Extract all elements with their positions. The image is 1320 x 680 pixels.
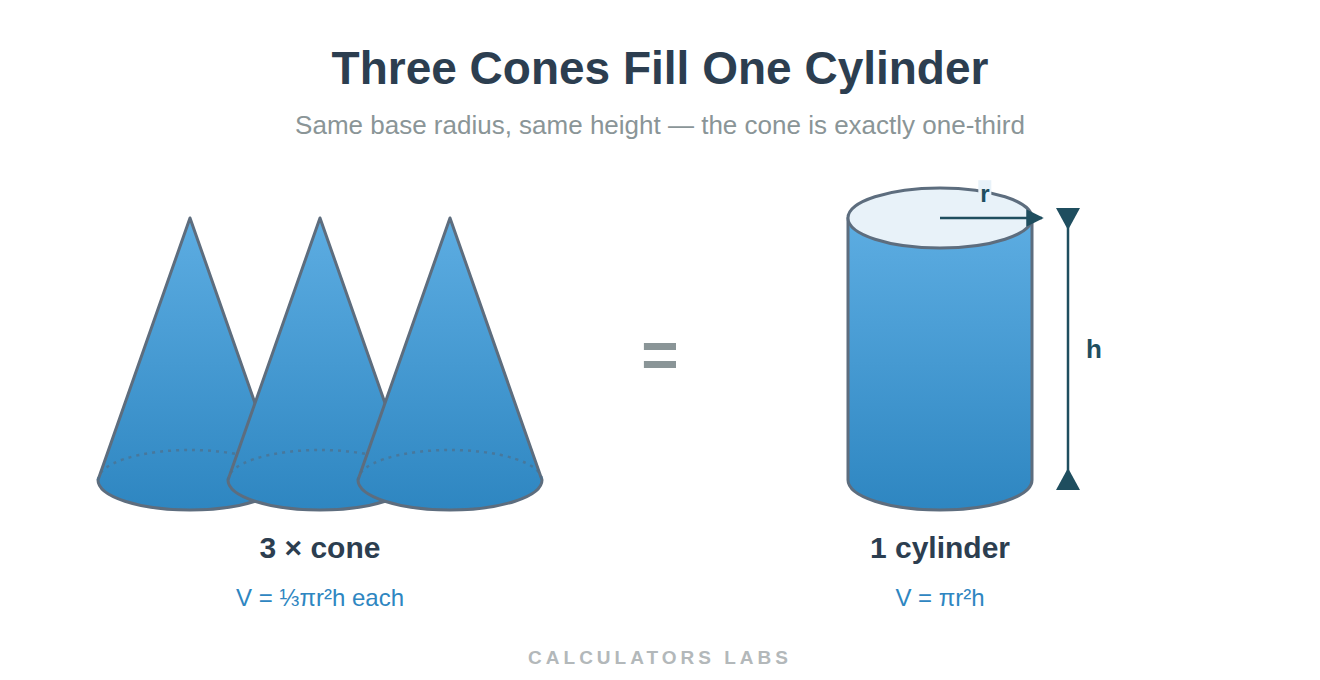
height-dimension xyxy=(1056,208,1080,490)
radius-arrow xyxy=(940,217,1042,220)
subtitle: Same base radius, same height — the cone… xyxy=(295,111,1025,141)
cone-body xyxy=(358,218,542,510)
height-line xyxy=(1067,226,1070,472)
group-label: 3 × cone xyxy=(260,531,381,566)
cone-base-hidden-edge xyxy=(358,450,542,480)
cone-figure xyxy=(358,218,542,510)
equals-sign: = xyxy=(641,319,678,393)
arrow-head xyxy=(1056,468,1080,490)
formula: V = πr²h xyxy=(895,584,984,612)
dimension-label: r xyxy=(978,180,991,208)
watermark: CALCULATORS LABS xyxy=(528,647,792,669)
formula: V = ⅓πr²h each xyxy=(236,584,404,612)
group-label: 1 cylinder xyxy=(870,531,1010,566)
arrow-head xyxy=(1056,208,1080,230)
cylinder-figure xyxy=(848,188,1032,510)
title: Three Cones Fill One Cylinder xyxy=(332,42,989,95)
dimension-label: h xyxy=(1086,335,1102,365)
cylinder-body xyxy=(848,218,1032,510)
